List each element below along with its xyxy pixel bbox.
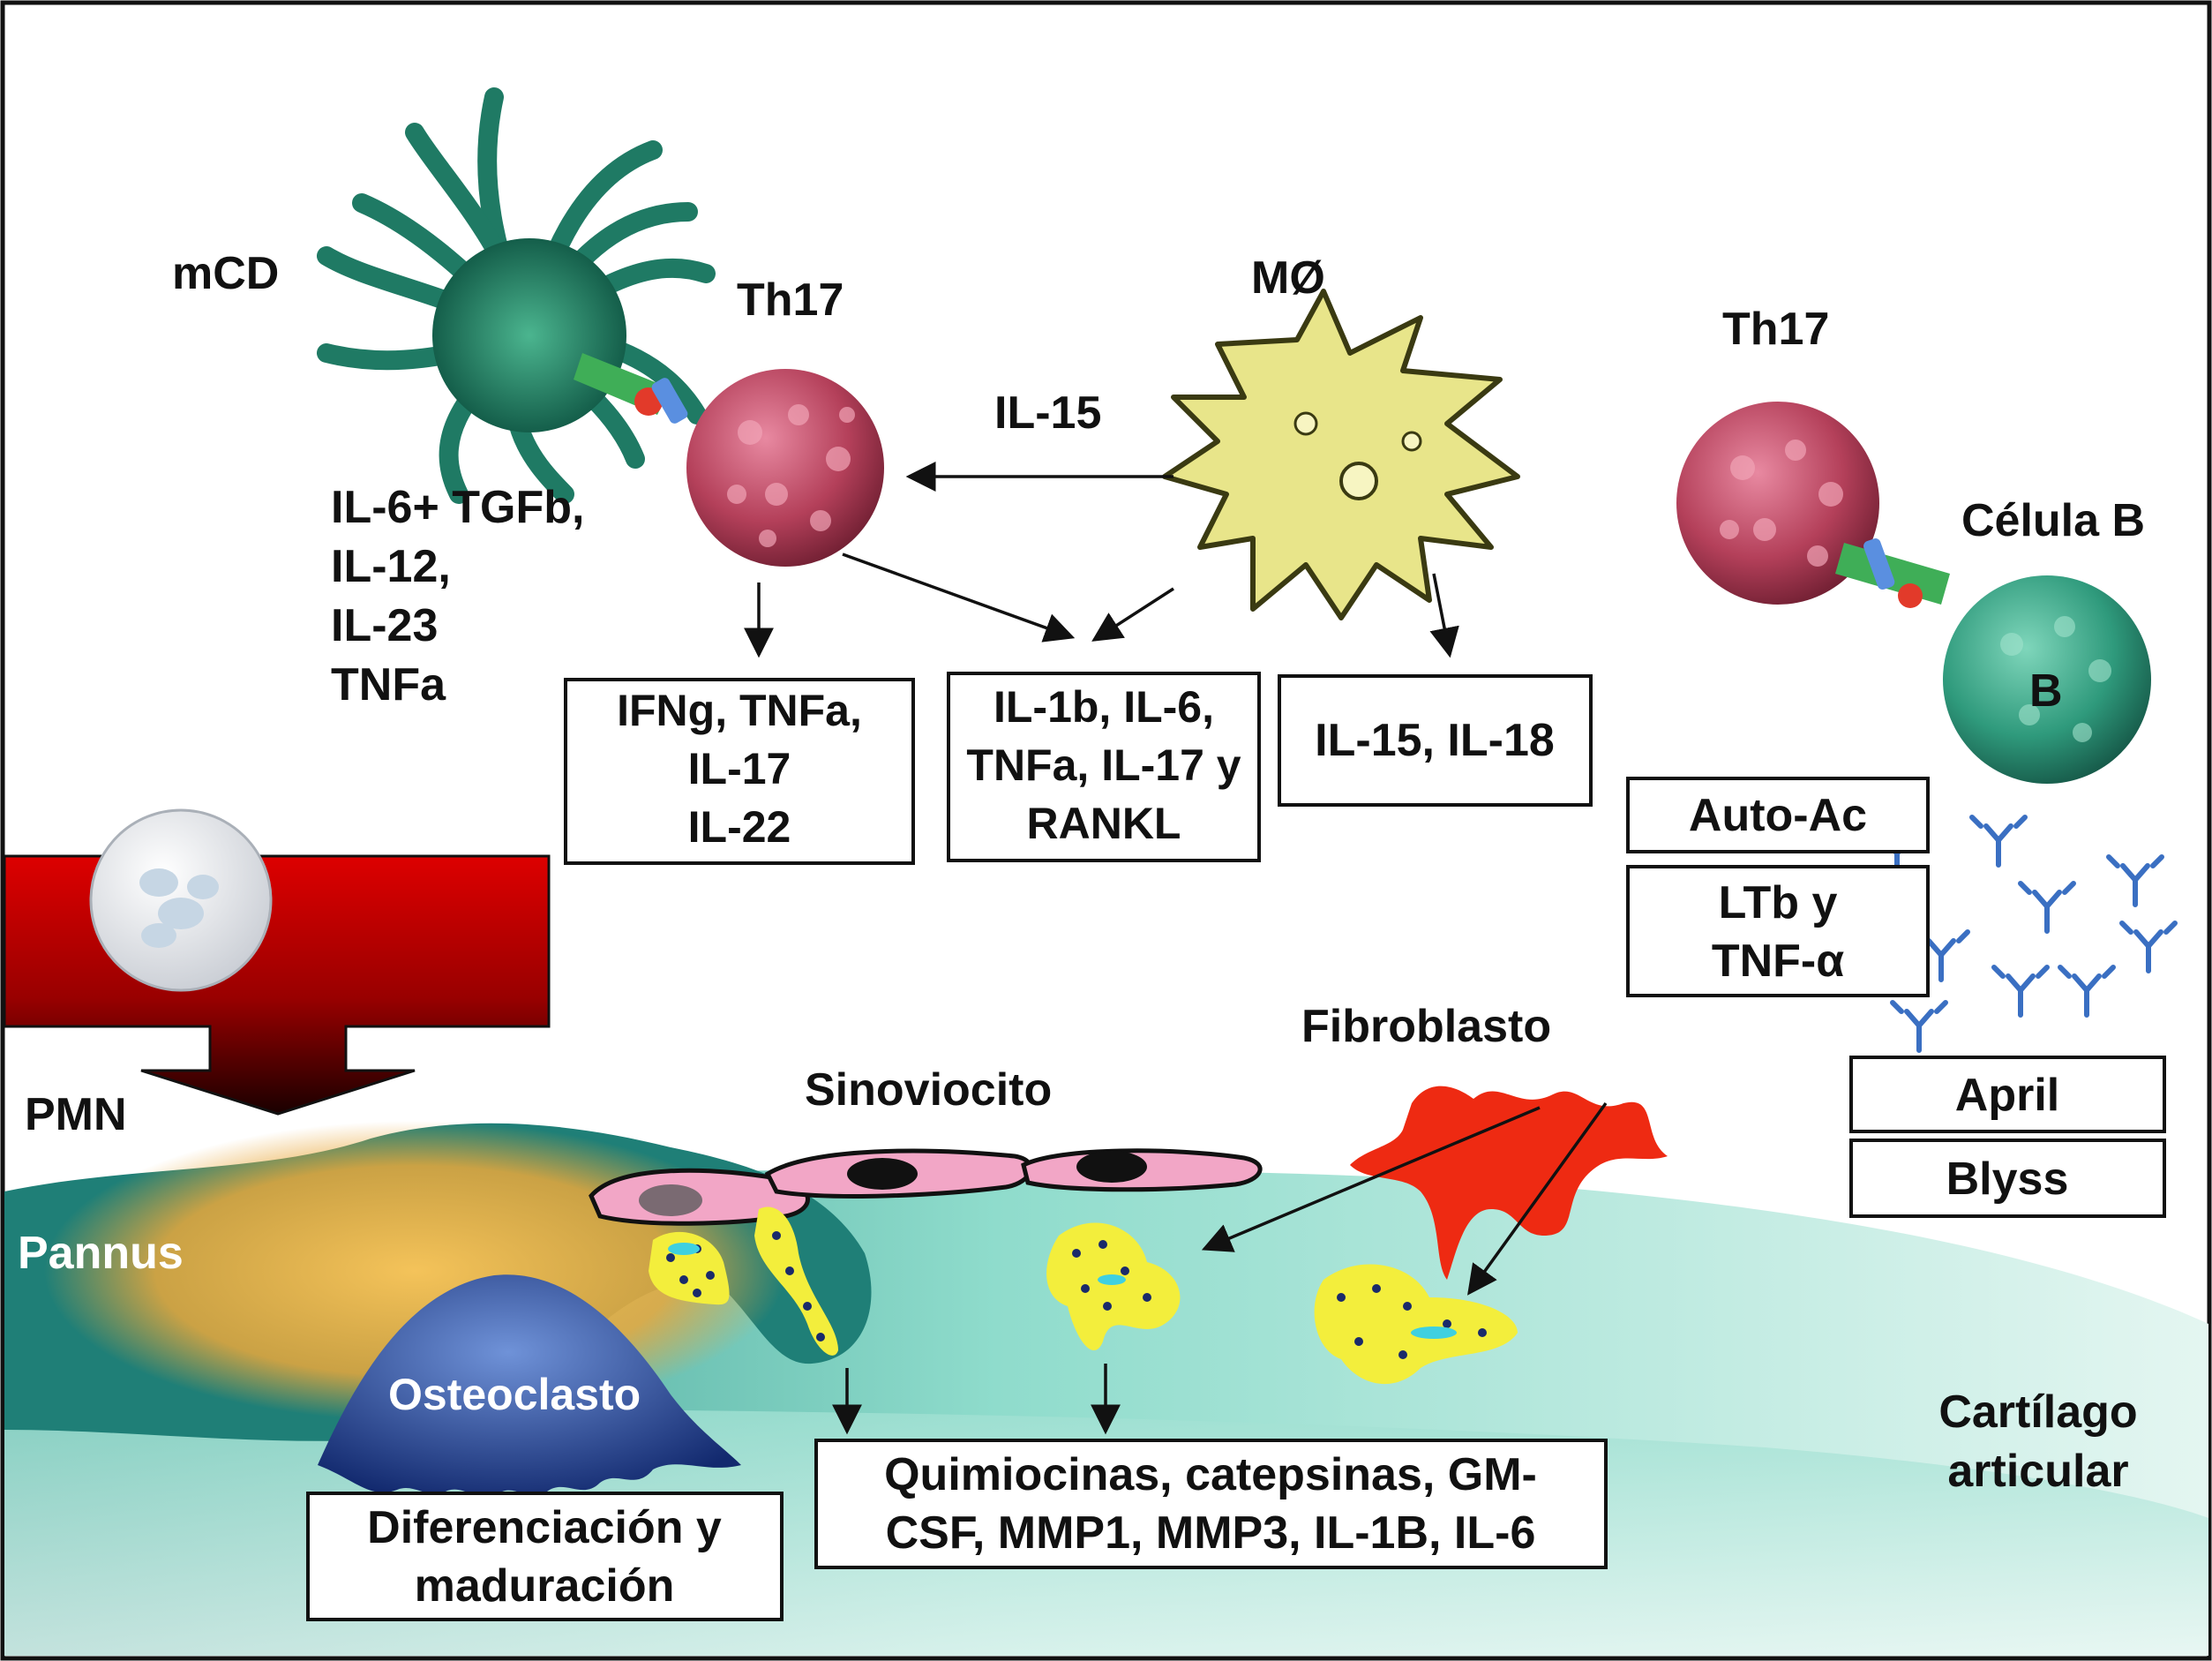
box-chemokines: Quimiocinas, catepsinas, GM- CSF, MMP1, … (814, 1439, 1608, 1569)
label-mcd-cytokines-1: IL-6+ TGFb, (331, 482, 584, 533)
yellow-cell (1314, 1264, 1518, 1385)
box-th17-products-line-3: IL-22 (688, 802, 791, 852)
arrow-fibroblast-to-cell (1201, 1106, 1541, 1252)
b-cell (1943, 575, 2151, 784)
box-differentiation-line-1: Diferenciación y (367, 1502, 722, 1553)
box-shared-products-line-1: IL-1b, IL-6, (994, 682, 1214, 732)
antibody (1890, 1000, 1948, 1053)
label-th17-left: Th17 (737, 274, 844, 326)
box-blyss: Blyss (1849, 1139, 2166, 1218)
arrow-macrophage-to-products (1429, 573, 1459, 658)
box-ltb-tnf-line-1: LTb y (1719, 877, 1838, 928)
box-ltb-tnf-line-2: TNF-α (1712, 936, 1844, 987)
arrow-fibroblast-to-cell-2 (1467, 1101, 1608, 1296)
label-mcd-cytokines-4: TNFa (331, 659, 446, 710)
label-fibroblast: Fibroblasto (1301, 1001, 1551, 1052)
box-shared-products-line-3: RANKL (1027, 799, 1181, 848)
box-chemokines-line-2: CSF, MMP1, MMP3, IL-1B, IL-6 (886, 1507, 1536, 1559)
box-april: April (1849, 1056, 2166, 1133)
box-differentiation-line-2: maduración (415, 1560, 675, 1612)
synapse-th17-b (1835, 538, 1950, 608)
arrows (744, 462, 1608, 1435)
label-mcd-cytokines-2: IL-12, (331, 541, 451, 592)
label-b-cell: Célula B (1961, 495, 2145, 546)
label-cartilage-2: articular (1947, 1446, 2128, 1497)
antibody (2106, 854, 2164, 907)
arrow-macrophage-to-shared (1091, 587, 1174, 642)
box-macrophage-products: IL-15, IL-18 (1278, 674, 1593, 807)
box-blyss-text: Blyss (1946, 1154, 2069, 1205)
label-macrophage: MØ (1251, 252, 1325, 304)
th17-cell-right (1676, 402, 1879, 605)
antibody (1969, 815, 2028, 868)
box-differentiation: Diferenciación y maduración (306, 1492, 784, 1621)
antibody (1991, 965, 2050, 1018)
yellow-cell (754, 1206, 838, 1356)
box-shared-products-line-2: TNFa, IL-17 y (966, 740, 1241, 790)
box-april-text: April (1955, 1070, 2059, 1121)
synoviocytes (589, 1148, 1263, 1226)
box-shared-products: IL-1b, IL-6, TNFa, IL-17 y RANKL (947, 672, 1261, 862)
label-synoviocyte: Sinoviocito (805, 1064, 1052, 1116)
label-th17-right: Th17 (1722, 304, 1829, 355)
label-cartilage-1: Cartílago (1938, 1387, 2137, 1438)
label-pmn: PMN (25, 1089, 127, 1140)
box-chemokines-line-1: Quimiocinas, catepsinas, GM- (884, 1449, 1537, 1500)
arrow-th17-to-shared (842, 552, 1076, 643)
label-b-letter: B (2029, 665, 2063, 717)
box-auto-ac-text: Auto-Ac (1689, 790, 1867, 841)
antibody (2018, 881, 2076, 934)
label-osteoclast: Osteoclasto (388, 1370, 641, 1419)
label-pannus: Pannus (18, 1228, 184, 1279)
box-ltb-tnf: LTb y TNF-α (1626, 865, 1930, 997)
pmn-migration-arrow (3, 808, 551, 1116)
antibody (1912, 929, 1970, 982)
macrophage-cell (1162, 289, 1520, 620)
box-th17-products-line-1: IFNg, TNFa, (617, 686, 862, 735)
antibody (2058, 965, 2116, 1018)
pmn-cell (89, 808, 273, 992)
label-mcd: mCD (172, 248, 279, 299)
th17-cell-left (686, 369, 884, 567)
osteoclast-cell (318, 1274, 741, 1497)
activated-cells (649, 1206, 1518, 1385)
label-mcd-cytokines-3: IL-23 (331, 600, 438, 651)
label-il15-arrow: IL-15 (994, 387, 1101, 439)
fibroblast-cell (1350, 1086, 1668, 1280)
box-th17-products: IFNg, TNFa, IL-17 IL-22 (564, 678, 915, 865)
dendritic-cell (317, 87, 716, 504)
antibody (2119, 921, 2178, 973)
box-macrophage-products-line-1: IL-15, IL-18 (1315, 715, 1555, 766)
box-auto-ac: Auto-Ac (1626, 777, 1930, 853)
box-th17-products-line-2: IL-17 (688, 744, 791, 793)
